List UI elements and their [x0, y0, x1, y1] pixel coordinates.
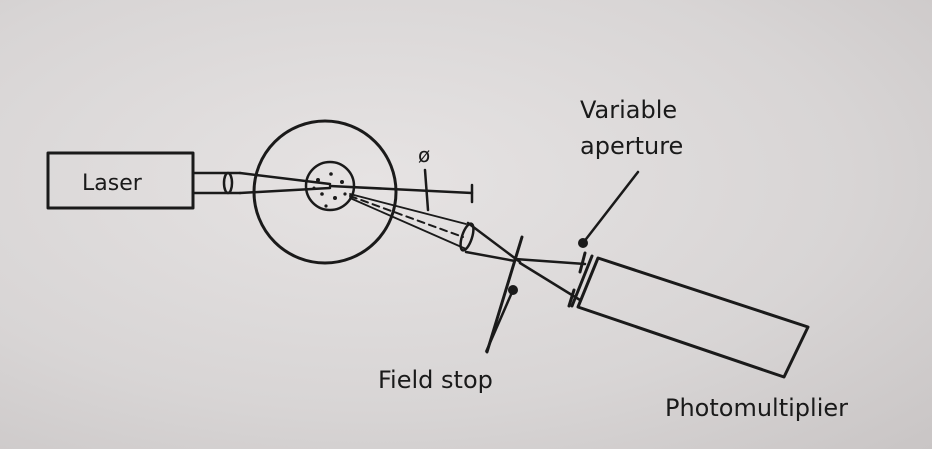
ray-to-aperture-lower — [518, 261, 582, 302]
photomultiplier-label: Photomultiplier — [665, 394, 848, 422]
angle-label: ø — [418, 143, 430, 167]
ray-upper — [466, 221, 522, 264]
ray-lower — [464, 250, 517, 263]
photomultiplier-window — [570, 254, 594, 308]
laser-lens — [222, 171, 234, 195]
ray-to-aperture-upper — [513, 257, 587, 266]
laser-box — [46, 151, 195, 210]
transmitted-beam — [328, 184, 474, 195]
field-stop-pointer — [484, 289, 515, 353]
scattered-beam-upper — [349, 193, 467, 225]
scattered-beam-lower — [349, 197, 467, 250]
angle-tick — [423, 168, 430, 212]
scattered-beam-center — [349, 195, 464, 238]
variable-aperture-label-line2: aperture — [580, 132, 683, 160]
aperture-pointer — [581, 170, 640, 245]
aperture-plate-lower — [567, 288, 576, 308]
variable-aperture-label-line1: Variable — [580, 96, 677, 124]
aperture-pointer-dot — [578, 238, 588, 248]
collection-lens — [459, 222, 475, 252]
field-stop-plate — [485, 235, 524, 354]
sample-particles — [312, 172, 347, 208]
sample-cell-outer — [252, 119, 398, 265]
laser-label: Laser — [82, 171, 143, 196]
field-stop-label: Field stop — [378, 366, 493, 394]
photomultiplier-tube — [576, 256, 810, 379]
aperture-plate-upper — [578, 251, 587, 274]
